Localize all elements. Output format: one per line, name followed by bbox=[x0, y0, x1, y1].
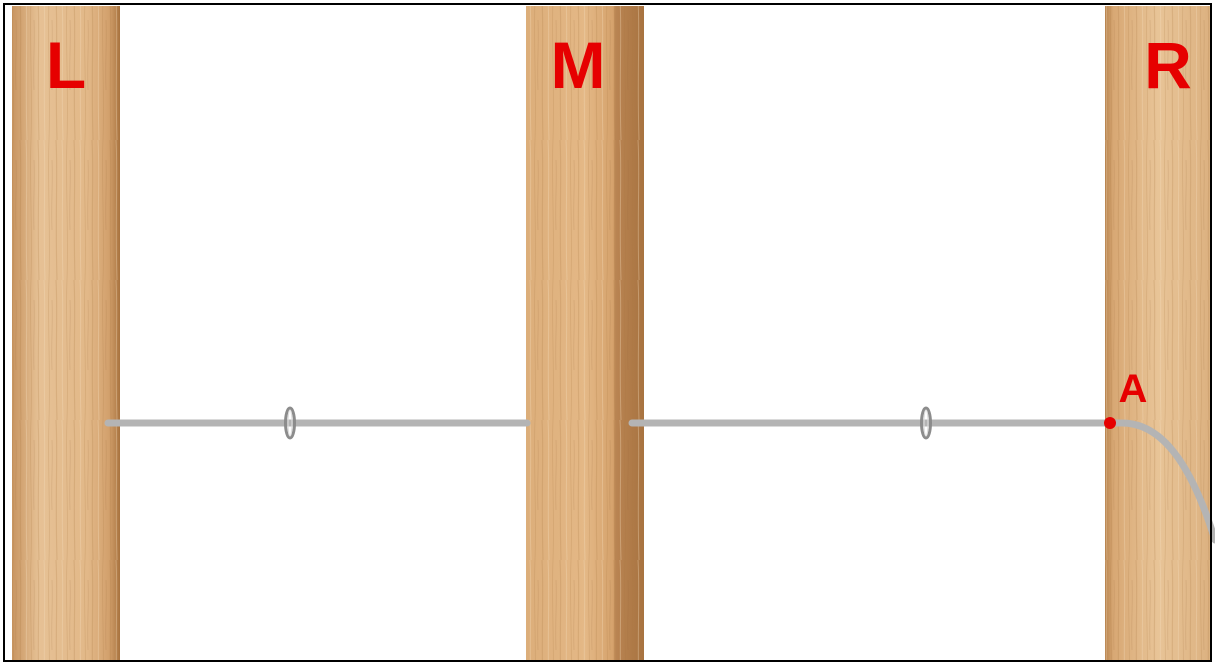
post-right-label: R bbox=[1144, 28, 1192, 102]
ring-right bbox=[920, 406, 932, 440]
post-middle-label: M bbox=[551, 28, 606, 102]
point-a-marker bbox=[1104, 417, 1116, 429]
post-right bbox=[1105, 6, 1211, 662]
ring-left bbox=[284, 406, 296, 440]
post-left-label: L bbox=[46, 28, 86, 102]
wire-hanging-end bbox=[1106, 419, 1215, 544]
point-a-label: A bbox=[1119, 367, 1148, 411]
post-left bbox=[12, 6, 120, 662]
post-middle bbox=[526, 6, 644, 662]
frame-border bbox=[3, 3, 1212, 662]
